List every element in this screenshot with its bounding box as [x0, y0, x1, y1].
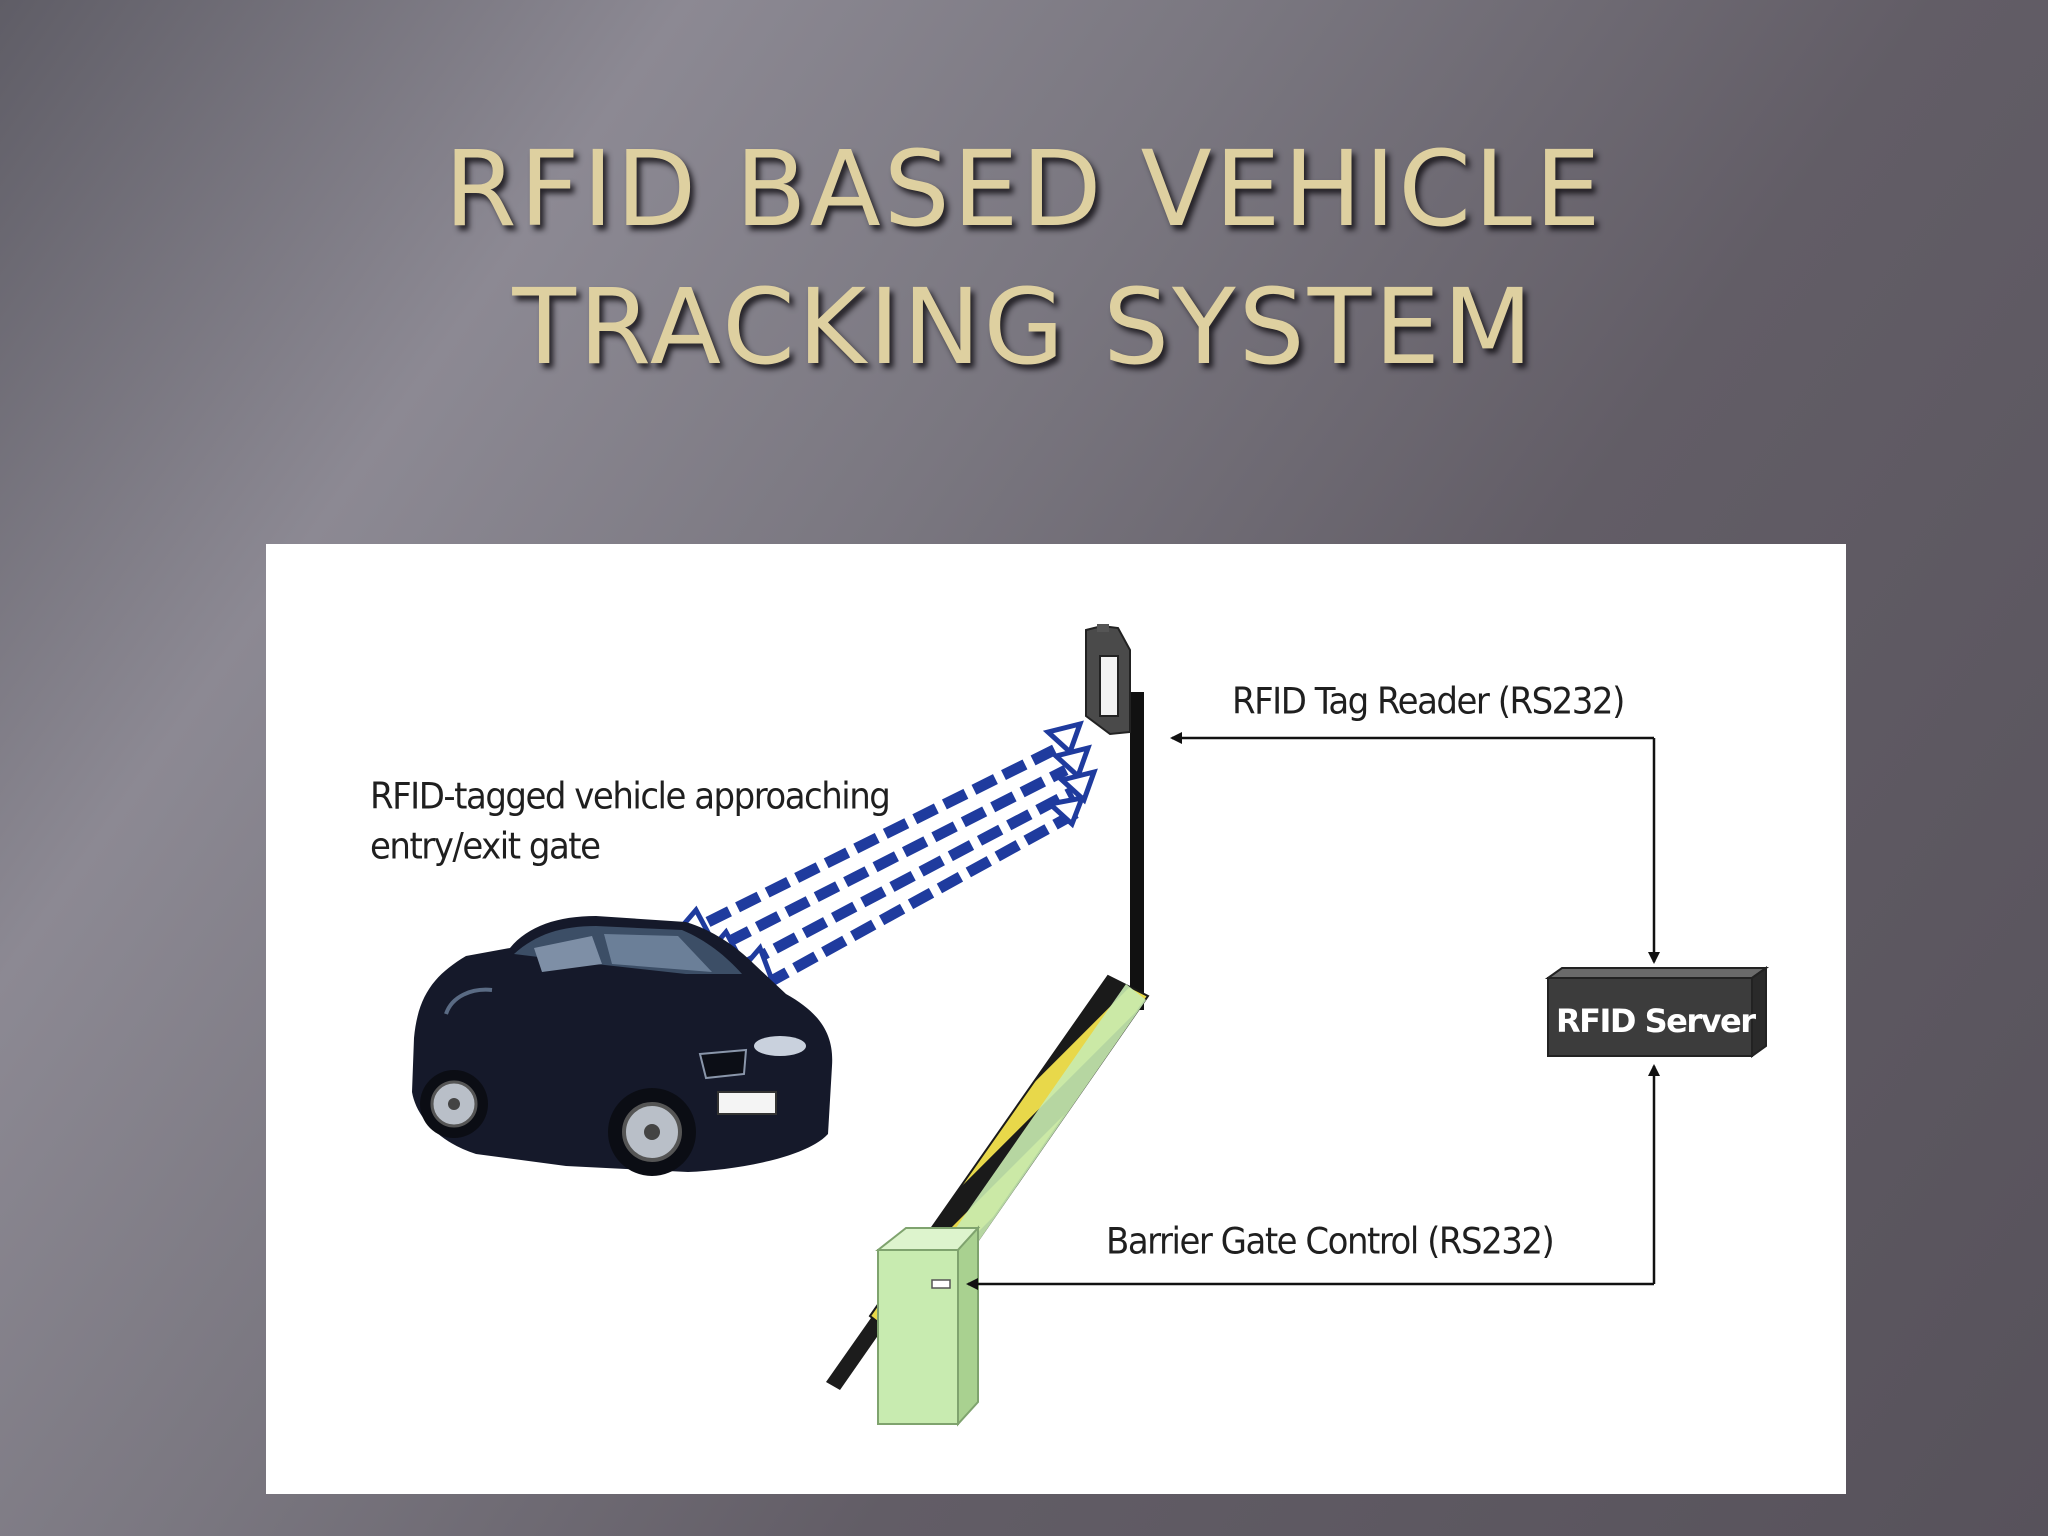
rfid-reader-icon: [1085, 624, 1144, 1010]
server-label: RFID Server: [1556, 1002, 1756, 1040]
diagram-panel: RFID-tagged vehicle approaching entry/ex…: [266, 544, 1846, 1494]
rfid-system-diagram: [412, 624, 1770, 1427]
vehicle-label: RFID-tagged vehicle approaching entry/ex…: [370, 772, 891, 871]
car-icon: [412, 916, 833, 1176]
barrier-label: Barrier Gate Control (RS232): [1106, 1220, 1555, 1264]
connection-arrows: [966, 732, 1660, 1290]
reader-label: RFID Tag Reader (RS232): [1232, 680, 1625, 724]
slide-title: RFID BASED VEHICLE TRACKING SYSTEM: [0, 120, 2048, 396]
radio-signal-icon: [705, 743, 1081, 989]
vehicle-label-line1: RFID-tagged vehicle approaching: [370, 775, 891, 819]
server-icon: [1544, 966, 1770, 1058]
barrier-gate-icon: [826, 974, 1150, 1427]
vehicle-label-line2: entry/exit gate: [370, 824, 601, 869]
slide-title-line1: RFID BASED VEHICLE: [444, 128, 1604, 250]
slide-title-line2: TRACKING SYSTEM: [512, 266, 1536, 388]
